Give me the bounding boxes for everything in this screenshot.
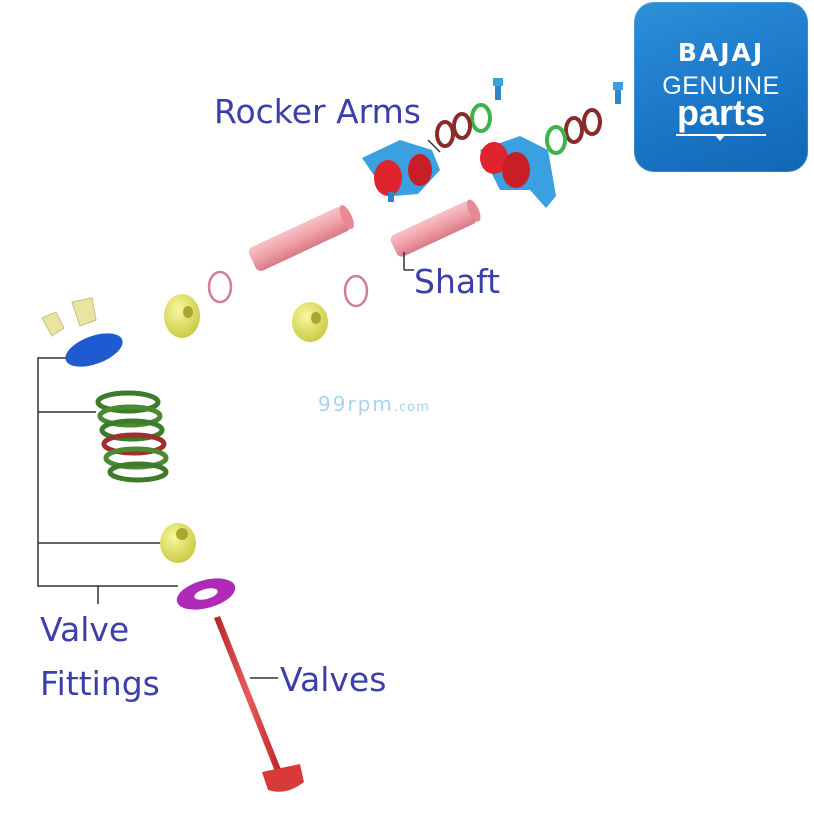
- orings-left: [435, 103, 492, 148]
- rocker-arm-right: [480, 136, 556, 208]
- label-valve-fittings-line1: Valve: [40, 610, 130, 649]
- valve-guide-left: [164, 294, 200, 338]
- valve-spring: [95, 390, 169, 483]
- spring-retainer: [65, 333, 123, 367]
- label-rocker-arms: Rocker Arms: [214, 92, 421, 131]
- logo-parts: parts: [676, 92, 766, 133]
- valve-seal: [160, 523, 196, 563]
- shaft-right: [390, 199, 481, 257]
- spring-seat-washer: [176, 578, 236, 610]
- label-valves: Valves: [280, 660, 387, 699]
- bajaj-genuine-parts-logo: BAJAJ GENUINE parts: [634, 2, 808, 172]
- orings-right: [545, 108, 602, 155]
- leader-lines: [37, 139, 441, 679]
- bolt-left: [493, 78, 503, 100]
- shaft-left: [248, 205, 354, 271]
- label-shaft: Shaft: [414, 262, 501, 301]
- valve-cotters: [41, 297, 97, 337]
- logo-tick-icon: [714, 134, 726, 141]
- small-oring-right: [343, 274, 369, 308]
- watermark-suffix: .com: [393, 400, 430, 415]
- watermark: 99rpm.com: [318, 392, 430, 416]
- logo-brand: BAJAJ: [677, 38, 765, 67]
- watermark-main: 99rpm: [318, 392, 394, 416]
- valve: [214, 616, 304, 792]
- logo-genuine: GENUINE: [662, 72, 780, 100]
- rocker-arm-left: [362, 140, 440, 202]
- bolt-right: [613, 82, 623, 104]
- valve-guide-right: [292, 302, 328, 342]
- label-valve-fittings-line2: Fittings: [40, 664, 160, 703]
- small-oring-left: [207, 270, 233, 304]
